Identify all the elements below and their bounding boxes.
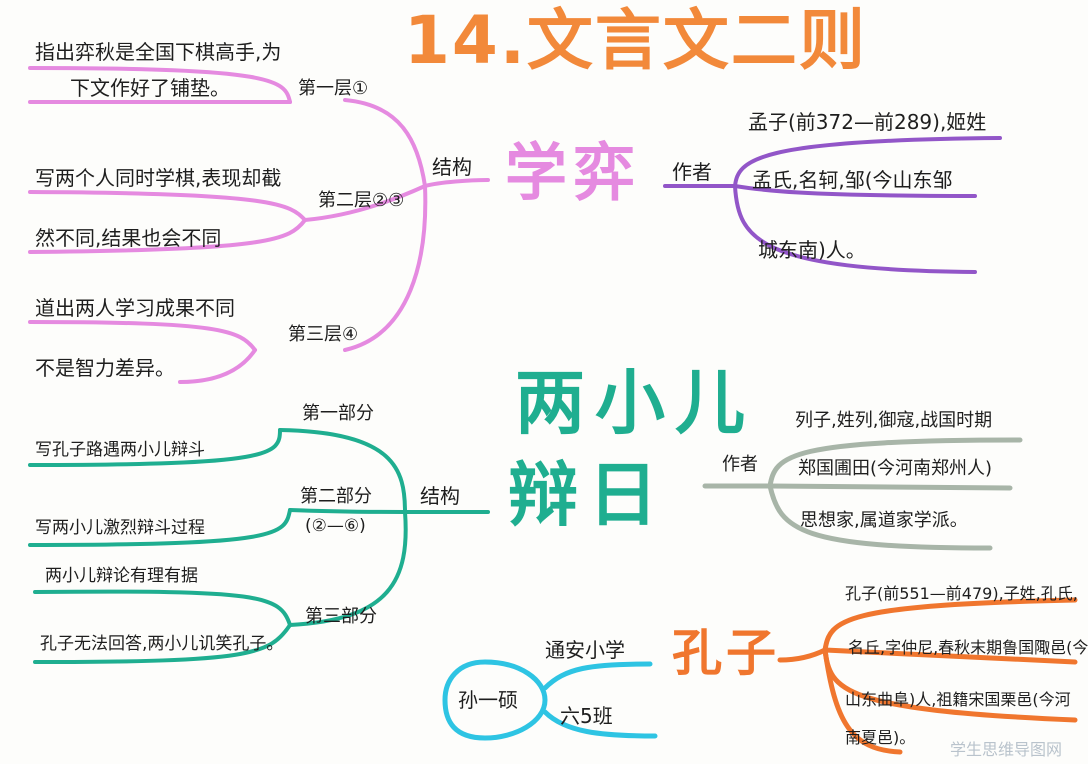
branch-layer1-line1 (28, 66, 292, 104)
kongzi-line3: 山东曲阜)人,祖籍宋国栗邑(今河 (845, 690, 1071, 709)
xueyi-layer1-line2: 下文作好了铺垫。 (70, 76, 230, 100)
branch-part1-line1 (28, 428, 282, 467)
branch-layer2-line2 (28, 218, 307, 254)
branch-structure-layer3 (343, 184, 428, 352)
student-school: 通安小学 (545, 638, 625, 662)
branch-part3-line2 (33, 623, 292, 664)
branch-structure-part3 (288, 510, 408, 627)
lianger-part1-label: 第一部分 (302, 403, 374, 424)
branch-author-line2 (733, 184, 977, 198)
lianger-author-label: 作者 (722, 454, 758, 475)
xueyi-layer3-label: 第三层④ (288, 324, 359, 345)
xueyi-layer2-label: 第二层②③ (318, 190, 405, 211)
branch-author-line1 (733, 136, 1002, 188)
student-class: 六5班 (560, 704, 613, 728)
xueyi-layer3-line1: 道出两人学习成果不同 (35, 296, 235, 320)
xueyi-author-line2: 孟氏,名轲,邹(今山东邹 (752, 168, 953, 192)
branch-school (542, 661, 653, 691)
branch-layer2-line1 (28, 190, 307, 222)
kongzi-line4: 南夏邑)。 (845, 728, 916, 747)
name-bubble-outline (442, 659, 548, 741)
branch-lianger-author-line2 (767, 483, 1013, 491)
xueyi-author-line1: 孟子(前372—前289),姬姓 (748, 110, 987, 134)
branch-kongzi-main (777, 647, 828, 663)
xueyi-author-line3: 城东南)人。 (758, 238, 866, 262)
xueyi-layer2-line2: 然不同,结果也会不同 (35, 226, 222, 250)
lianger-structure-label: 结构 (420, 484, 460, 508)
branch-xueyi-structure (423, 178, 490, 188)
lianger-center-title-line2: 辩日 (508, 454, 668, 536)
branch-author-line3 (733, 184, 977, 274)
branch-structure-layer1 (343, 98, 427, 188)
lianger-author-line1: 列子,姓列,御寇,战国时期 (795, 410, 993, 431)
lianger-part2-label: 第二部分 (300, 486, 372, 507)
xueyi-layer1-label: 第一层① (298, 78, 369, 99)
branch-structure-part1 (278, 428, 407, 514)
branch-part2-line1 (28, 508, 292, 547)
lianger-part1-line1: 写孔子路遇两小儿辩斗 (35, 440, 205, 460)
xueyi-structure-label: 结构 (432, 155, 472, 179)
kongzi-line2: 名丘,字仲尼,春秋末期鲁国陬邑(今 (848, 638, 1088, 657)
lianger-author-line2: 郑国圃田(今河南郑州人) (798, 458, 993, 479)
branch-kongzi-line2 (822, 647, 1078, 665)
lianger-author-line3: 思想家,属道家学派。 (800, 510, 968, 531)
branch-lianger-author-line1 (767, 437, 1023, 489)
branch-structure-part2 (288, 508, 407, 514)
branch-lianger-author-line3 (767, 483, 993, 551)
kongzi-center-title: 孔子 (672, 624, 780, 682)
lianger-center-title-line1: 两小儿 (515, 362, 755, 444)
branch-part3-line1 (33, 589, 292, 627)
branch-kongzi-line4 (822, 647, 903, 755)
xueyi-layer2-line1: 写两个人同时学棋,表现却截 (35, 166, 282, 190)
student-name: 孙一硕 (458, 688, 518, 712)
lianger-part2-sub: (②—⑥) (305, 516, 366, 536)
branch-layer3-line1 (28, 320, 257, 352)
branch-class (542, 709, 658, 739)
watermark: 学生思维导图网 (949, 740, 1062, 759)
lianger-part2-line1: 写两小儿激烈辩斗过程 (35, 518, 205, 538)
branch-structure-layer2 (303, 184, 427, 222)
kongzi-line1: 孔子(前551—前479),子姓,孔氏, (845, 584, 1078, 603)
lianger-part3-line1: 两小儿辩论有理有据 (45, 566, 198, 586)
page-title: 14.文言文二则 (404, 2, 867, 79)
lianger-part3-label: 第三部分 (305, 606, 377, 627)
xueyi-layer3-line2: 不是智力差异。 (35, 356, 175, 380)
xueyi-author-label: 作者 (672, 160, 712, 184)
xueyi-center-title: 学弈 (505, 136, 642, 209)
xueyi-layer1-line1: 指出弈秋是全国下棋高手,为 (35, 40, 282, 64)
branch-layer3-line2 (178, 348, 257, 384)
lianger-part3-line2: 孔子无法回答,两小儿讥笑孔子。 (40, 634, 284, 654)
branch-kongzi-line1 (822, 597, 1078, 653)
